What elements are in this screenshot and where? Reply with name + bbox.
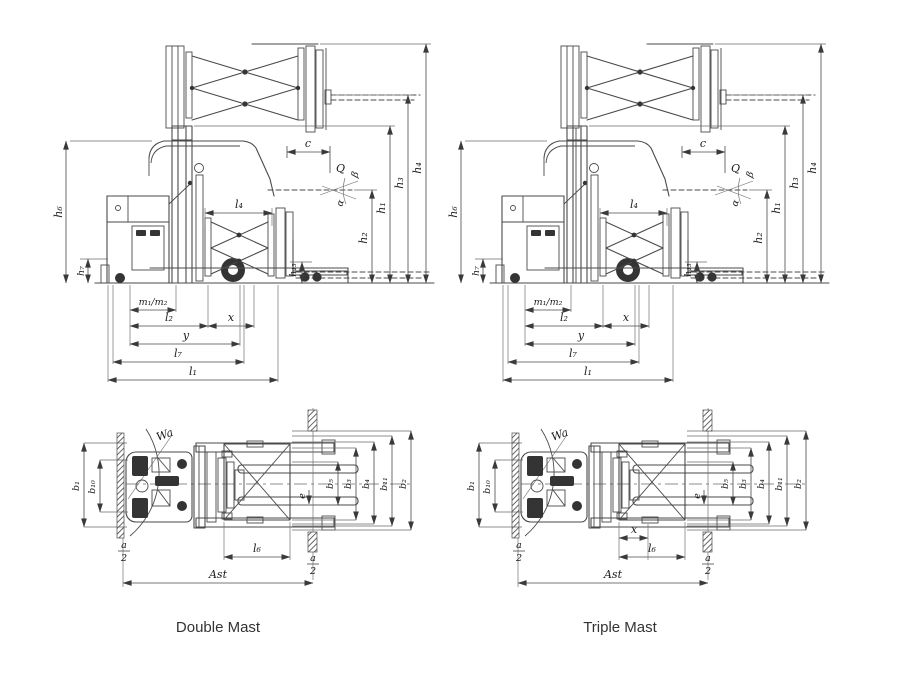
- double-mast-top-view: [71, 408, 412, 587]
- caption-triple-mast: Triple Mast: [583, 619, 657, 636]
- triple-mast-side-view: [447, 44, 829, 382]
- caption-double-mast: Double Mast: [176, 619, 261, 636]
- double-mast-side-view: [52, 44, 434, 382]
- triple-mast-extra-channel: [575, 128, 582, 283]
- triple-mast-x-dimension: x: [618, 523, 649, 560]
- dim-label-x-top: x: [631, 523, 638, 536]
- triple-mast-top-view: [466, 408, 807, 587]
